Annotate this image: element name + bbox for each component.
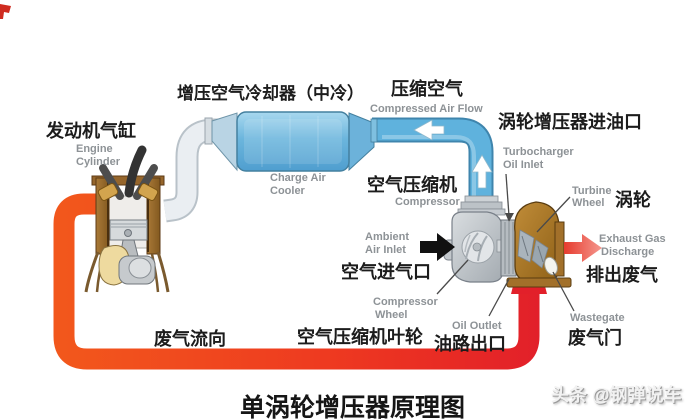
- label-compressor-wheel-en2: Wheel: [375, 309, 408, 321]
- label-oil-inlet-en1: Turbocharger: [503, 146, 574, 158]
- flow-arrow-left: [413, 119, 445, 141]
- label-exhaust-discharge-en1: Exhaust Gas: [599, 233, 666, 245]
- label-turbine-en2: Wheel: [572, 197, 605, 209]
- label-exhaust-discharge-en2: Discharge: [601, 246, 655, 258]
- flow-arrow-up: [471, 154, 493, 189]
- charge-air-pipe: [370, 117, 494, 200]
- label-ambient-en2: Air Inlet: [365, 244, 406, 256]
- label-turbine-zh: 涡轮: [615, 190, 651, 210]
- label-engine-zh: 发动机气缸: [46, 121, 136, 141]
- label-compressor-wheel-zh: 空气压缩机叶轮: [297, 327, 423, 347]
- turbine-wheel-shape: [517, 229, 535, 263]
- label-ambient-en1: Ambient: [365, 231, 409, 243]
- intercooler-body: [204, 111, 375, 172]
- label-compressed-air-en: Compressed Air Flow: [370, 103, 483, 115]
- label-compressor-wheel-en1: Compressor: [373, 296, 438, 308]
- label-wastegate-en: Wastegate: [570, 312, 625, 324]
- leader-lines: [436, 173, 575, 317]
- label-oil-outlet-en: Oil Outlet: [452, 320, 502, 332]
- label-exhaust-discharge-zh: 排出废气: [586, 265, 658, 285]
- label-compressed-air-zh: 压缩空气: [391, 79, 463, 99]
- engine-block: [84, 145, 170, 293]
- label-turbine-en1: Turbine: [572, 185, 612, 197]
- label-engine-en2: Cylinder: [76, 156, 121, 168]
- label-exhaust-flow-zh: 废气流向: [154, 329, 226, 349]
- label-ambient-zh: 空气进气口: [341, 262, 431, 282]
- label-compressor-zh: 空气压缩机: [367, 175, 457, 195]
- turbine-housing: [506, 201, 572, 288]
- label-intercooler-en2: Cooler: [270, 185, 305, 197]
- corner-red-mark: [0, 4, 11, 19]
- spark-cable: [124, 145, 147, 198]
- label-oil-outlet-zh: 油路出口: [434, 334, 506, 354]
- watermark: 头条 @钢弹说车: [551, 385, 682, 405]
- intake-pipe: [163, 118, 240, 223]
- diagram-title: 单涡轮增压器原理图: [240, 394, 466, 420]
- label-engine-en1: Engine: [76, 143, 113, 155]
- label-compressor-en: Compressor: [395, 196, 460, 208]
- label-intercooler-en1: Charge Air: [270, 172, 326, 184]
- exhaust-discharge-arrow: [564, 234, 602, 262]
- ambient-air-arrow: [420, 233, 455, 261]
- label-wastegate-zh: 废气门: [568, 328, 622, 348]
- label-oil-inlet-zh: 涡轮增压器进油口: [498, 112, 642, 132]
- label-intercooler-zh: 增压空气冷却器（中冷）: [177, 84, 364, 103]
- label-oil-inlet-en2: Oil Inlet: [503, 159, 544, 171]
